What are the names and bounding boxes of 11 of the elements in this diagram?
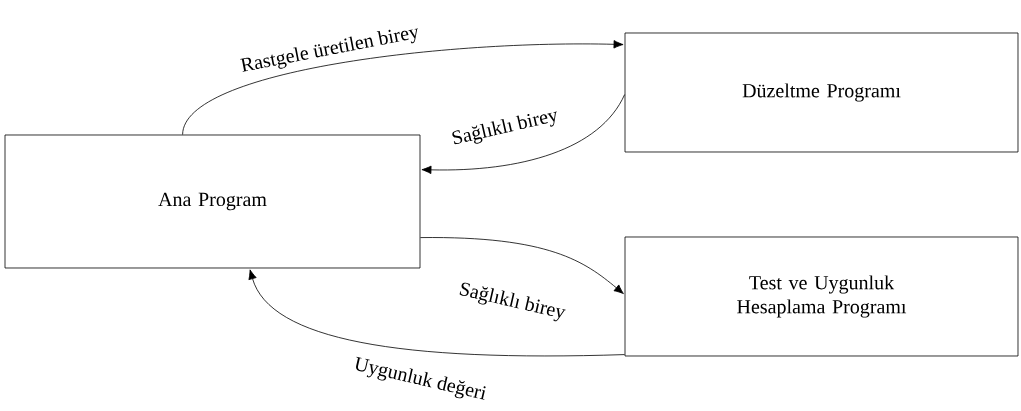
edge-label: Sağlıklı birey (459, 282, 566, 322)
process-box: Düzeltme Programı (624, 32, 1019, 153)
arrow (248, 269, 625, 357)
edge-label: Sağlıklı birey (452, 111, 557, 145)
process-box: Test ve Uygunluk Hesaplama Programı (624, 236, 1019, 357)
arrow (182, 40, 624, 135)
edge-label: Uygunluk değeri (356, 356, 486, 400)
edge-label: Rastgele üretilen birey (240, 28, 419, 72)
arrow (421, 94, 625, 174)
process-box: Ana Program (4, 134, 421, 269)
arrow (420, 237, 624, 294)
